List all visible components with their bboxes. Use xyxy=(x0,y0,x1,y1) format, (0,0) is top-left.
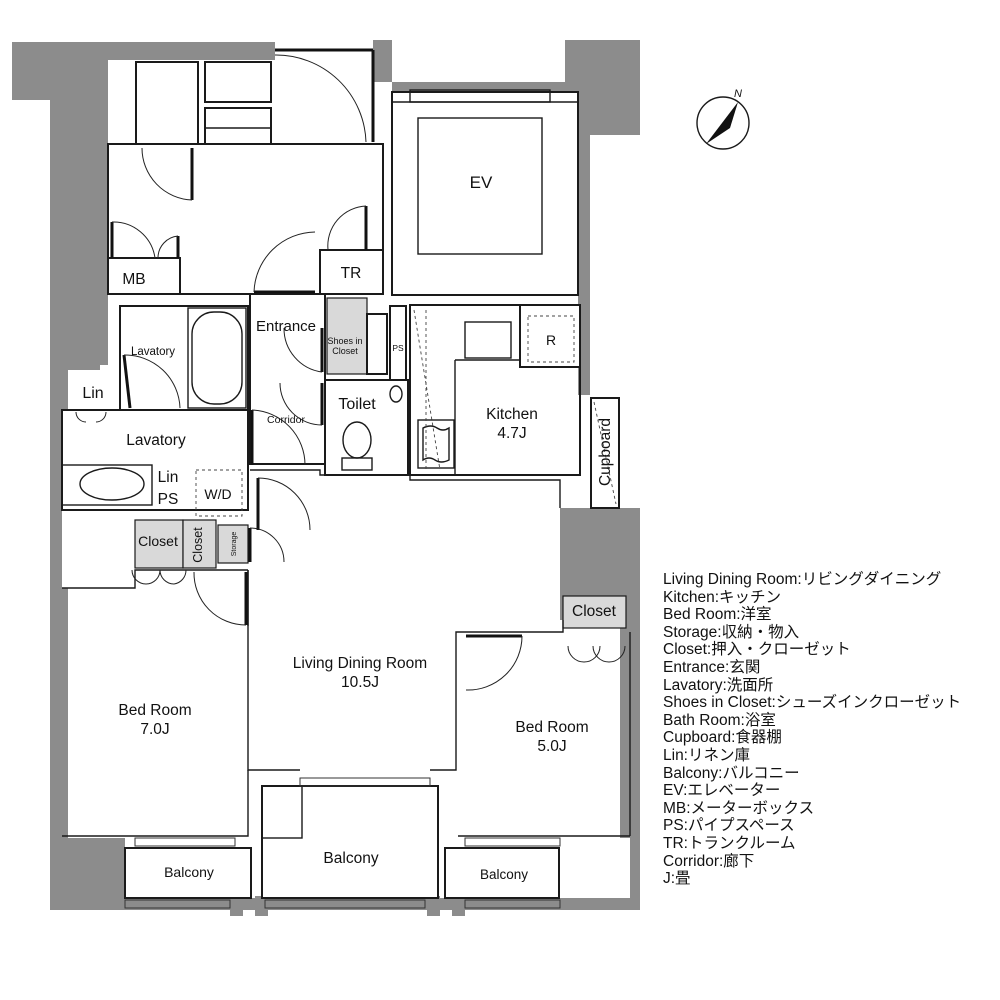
label-shoes-closet-2: Closet xyxy=(332,346,358,356)
toilet-bowl xyxy=(342,421,372,459)
label-ps-small: PS xyxy=(392,343,404,353)
room-labels: EV MB TR Entrance Shoes in Closet PS Lav… xyxy=(82,173,616,882)
label-lavatory-lower: Lavatory xyxy=(126,432,186,449)
kitchen-sink xyxy=(417,419,455,469)
washer-dryer xyxy=(195,469,243,517)
refrigerator-box xyxy=(527,315,575,363)
vanity-counter xyxy=(61,464,153,506)
label-kitchen: Kitchen xyxy=(486,406,538,423)
label-bed-right-size: 5.0J xyxy=(537,738,566,755)
legend-item: Closet:押入・クローゼット xyxy=(663,641,851,659)
legend-item: PS:パイプスペース xyxy=(663,817,795,835)
legend-item: J:畳 xyxy=(663,870,691,888)
label-bed-left-size: 7.0J xyxy=(140,721,169,738)
label-shoes-closet-1: Shoes in xyxy=(327,336,362,346)
label-bed-right: Bed Room xyxy=(515,719,588,736)
north-arrow-icon xyxy=(706,102,738,144)
label-ev: EV xyxy=(470,173,493,192)
label-mb: MB xyxy=(122,271,145,288)
label-storage: Storage xyxy=(231,532,238,557)
doors xyxy=(75,48,626,691)
compass: N xyxy=(696,88,750,150)
label-lin-lower: Lin xyxy=(158,469,179,486)
bathtub xyxy=(187,307,247,409)
label-tr: TR xyxy=(341,265,362,282)
label-toilet: Toilet xyxy=(338,396,376,413)
legend-item: Storage:収納・物入 xyxy=(663,623,800,641)
label-closet-left: Closet xyxy=(138,533,178,549)
legend-item: Lavatory:洗面所 xyxy=(663,676,774,694)
label-wd: W/D xyxy=(204,486,231,502)
label-balcony-right: Balcony xyxy=(480,867,528,882)
label-ps-lower: PS xyxy=(158,491,179,508)
label-closet-right: Closet xyxy=(572,603,617,620)
legend-item: TR:トランクルーム xyxy=(663,834,796,852)
legend-item: Balcony:バルコニー xyxy=(663,764,800,782)
interior-walls xyxy=(62,359,631,909)
label-lin-upper: Lin xyxy=(82,385,103,402)
label-corridor: Corridor xyxy=(267,414,305,426)
legend-item: Kitchen:キッチン xyxy=(663,588,782,606)
label-living-dining: Living Dining Room xyxy=(293,655,427,672)
label-balcony-left: Balcony xyxy=(164,864,214,880)
label-bed-left: Bed Room xyxy=(118,702,191,719)
label-lavatory-upper: Lavatory xyxy=(131,346,175,358)
legend-item: EV:エレベーター xyxy=(663,782,781,800)
label-balcony-center: Balcony xyxy=(323,850,378,867)
legend-item: Corridor:廊下 xyxy=(663,852,755,870)
legend-item: Bed Room:洋室 xyxy=(663,606,772,624)
legend: Living Dining Room:リビングダイニング Kitchen:キッチ… xyxy=(663,571,1000,888)
label-kitchen-size: 4.7J xyxy=(497,425,526,442)
legend-item: Entrance:玄関 xyxy=(663,658,761,676)
label-refrigerator: R xyxy=(546,332,556,348)
label-closet-vertical: Closet xyxy=(191,527,205,563)
label-living-dining-size: 10.5J xyxy=(341,674,379,691)
room-outlines xyxy=(61,61,627,629)
compass-north-label: N xyxy=(734,88,742,100)
legend-item: Lin:リネン庫 xyxy=(663,746,750,764)
stove xyxy=(464,321,512,359)
legend-item: Bath Room:浴室 xyxy=(663,711,776,729)
legend-item: Cupboard:食器棚 xyxy=(663,729,782,747)
legend-item: Living Dining Room:リビングダイニング xyxy=(663,571,942,588)
label-entrance: Entrance xyxy=(256,318,316,335)
label-cupboard: Cupboard xyxy=(597,418,614,486)
washbasin xyxy=(79,467,145,501)
legend-item: Shoes in Closet:シューズインクローゼット xyxy=(663,694,962,712)
fixtures xyxy=(61,307,617,517)
legend-item: MB:メーターボックス xyxy=(663,799,815,817)
